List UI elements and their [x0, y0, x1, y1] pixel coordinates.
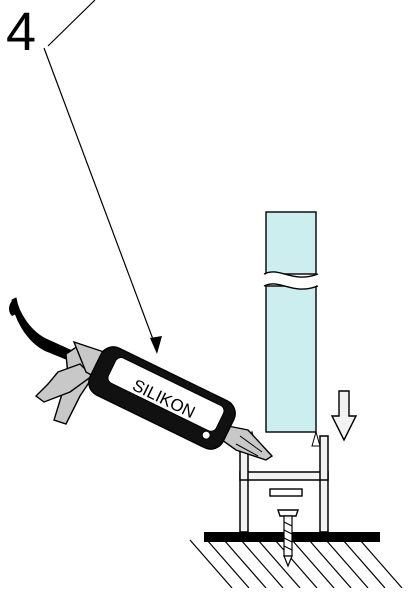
callout-lines	[43, 0, 162, 354]
silicone-gun-icon: SILIKON	[9, 297, 274, 461]
floor-hatch-icon	[189, 539, 403, 589]
down-arrow-icon	[330, 390, 358, 442]
glass-pane	[263, 211, 319, 433]
cartridge-label-panel	[107, 357, 225, 432]
callout-line-to-gun	[43, 47, 158, 351]
profile-wall-right	[319, 435, 329, 481]
glass-pane-top	[265, 211, 317, 275]
gun-trigger	[34, 363, 94, 403]
step-number: 4	[6, 2, 37, 62]
cartridge: SILIKON	[88, 346, 236, 450]
callout-arrowhead	[150, 336, 162, 354]
retaining-clip	[269, 488, 303, 497]
callout-line-top	[47, 0, 96, 47]
screw-icon	[277, 509, 299, 568]
glass-pane-bottom	[265, 285, 317, 433]
